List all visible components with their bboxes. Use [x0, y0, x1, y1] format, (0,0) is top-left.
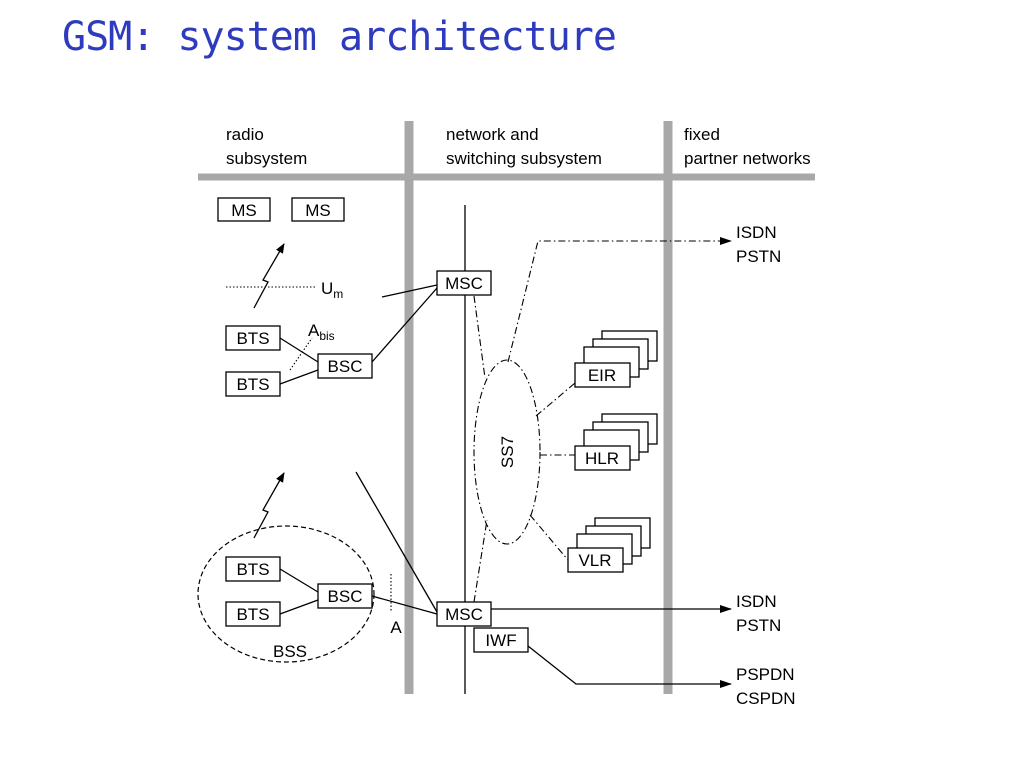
bts-node-3: BTS: [225, 556, 281, 582]
bts-node-2: BTS: [225, 371, 281, 397]
ms-node-2-label: MS: [305, 201, 331, 220]
bts-node-1: BTS: [225, 325, 281, 351]
ext-network-bottom-line1: PSPDN: [736, 665, 795, 684]
link-bts3-bsc: [279, 568, 319, 593]
hlr-node: HLR: [574, 413, 658, 471]
a-interface-label: A: [390, 618, 402, 637]
bsc-node-bottom: BSC: [317, 583, 373, 609]
bts-node-3-label: BTS: [236, 560, 269, 579]
bss-label: BSS: [273, 642, 307, 661]
bss-boundary: [197, 525, 375, 663]
link-bsc-msc-top: [371, 287, 438, 363]
ext-network-bottom-line2: CSPDN: [736, 689, 796, 708]
link-iwf-pspdn: [527, 645, 732, 688]
eir-node: EIR: [574, 330, 658, 388]
ext-network-top-line2: PSTN: [736, 247, 781, 266]
bsc-node-top: BSC: [317, 353, 373, 379]
iwf-node: IWF: [473, 627, 529, 653]
bsc-node-bottom-label: BSC: [328, 587, 363, 606]
bsc-node-top-label: BSC: [328, 357, 363, 376]
fixed-networks-label-line2: partner networks: [684, 149, 811, 168]
ext-network-middle-line2: PSTN: [736, 616, 781, 635]
bts-node-4-label: BTS: [236, 605, 269, 624]
msc-node-top: MSC: [436, 270, 492, 296]
abis-interface-line: [289, 337, 313, 371]
fixed-networks-label-line1: fixed: [684, 125, 720, 144]
ext-network-top-line1: ISDN: [736, 223, 777, 242]
ss7-network: [473, 359, 541, 545]
msc-node-bottom-label: MSC: [445, 605, 483, 624]
vlr-node-label: VLR: [578, 551, 611, 570]
eir-node-label: EIR: [588, 366, 616, 385]
network-subsystem-label-line2: switching subsystem: [446, 149, 602, 168]
link-bts1-bsc: [279, 337, 319, 363]
link-msc-bottom-ss7: [473, 519, 488, 603]
bts-node-1-label: BTS: [236, 329, 269, 348]
msc-node-bottom: MSC: [436, 601, 492, 627]
link-ss7-vlr: [529, 514, 569, 561]
vlr-node: VLR: [567, 517, 651, 573]
network-subsystem-label-line1: network and: [446, 125, 539, 144]
link-msc-top-ss7: [473, 295, 486, 379]
hlr-node-label: HLR: [585, 449, 619, 468]
bts-node-4: BTS: [225, 601, 281, 627]
radio-link-upper: [253, 243, 285, 309]
bts-node-2-label: BTS: [236, 375, 269, 394]
link-ss7-isdn-top: [507, 237, 732, 363]
radio-subsystem-label-line1: radio: [226, 125, 264, 144]
link-bsc-msc-bottom: [371, 595, 438, 615]
radio-link-lower: [253, 472, 285, 539]
ms-node-2: MS: [291, 197, 345, 222]
link-bts4-bsc: [279, 599, 319, 615]
ms-node-1: MS: [217, 197, 271, 222]
link-ms-msc-top: [381, 284, 438, 298]
ext-network-middle-line1: ISDN: [736, 592, 777, 611]
msc-node-top-label: MSC: [445, 274, 483, 293]
radio-subsystem-label-line2: subsystem: [226, 149, 307, 168]
link-bts2-bsc: [279, 369, 319, 385]
iwf-node-label: IWF: [485, 631, 516, 650]
um-interface-label: Um: [321, 279, 343, 301]
link-ss7-eir: [535, 382, 576, 417]
page-title: GSM: system architecture: [62, 14, 617, 60]
link-ms-msc-bottom: [355, 471, 438, 613]
abis-interface-label: Abis: [308, 321, 335, 343]
ss7-label: SS7: [498, 436, 517, 468]
ms-node-1-label: MS: [231, 201, 257, 220]
